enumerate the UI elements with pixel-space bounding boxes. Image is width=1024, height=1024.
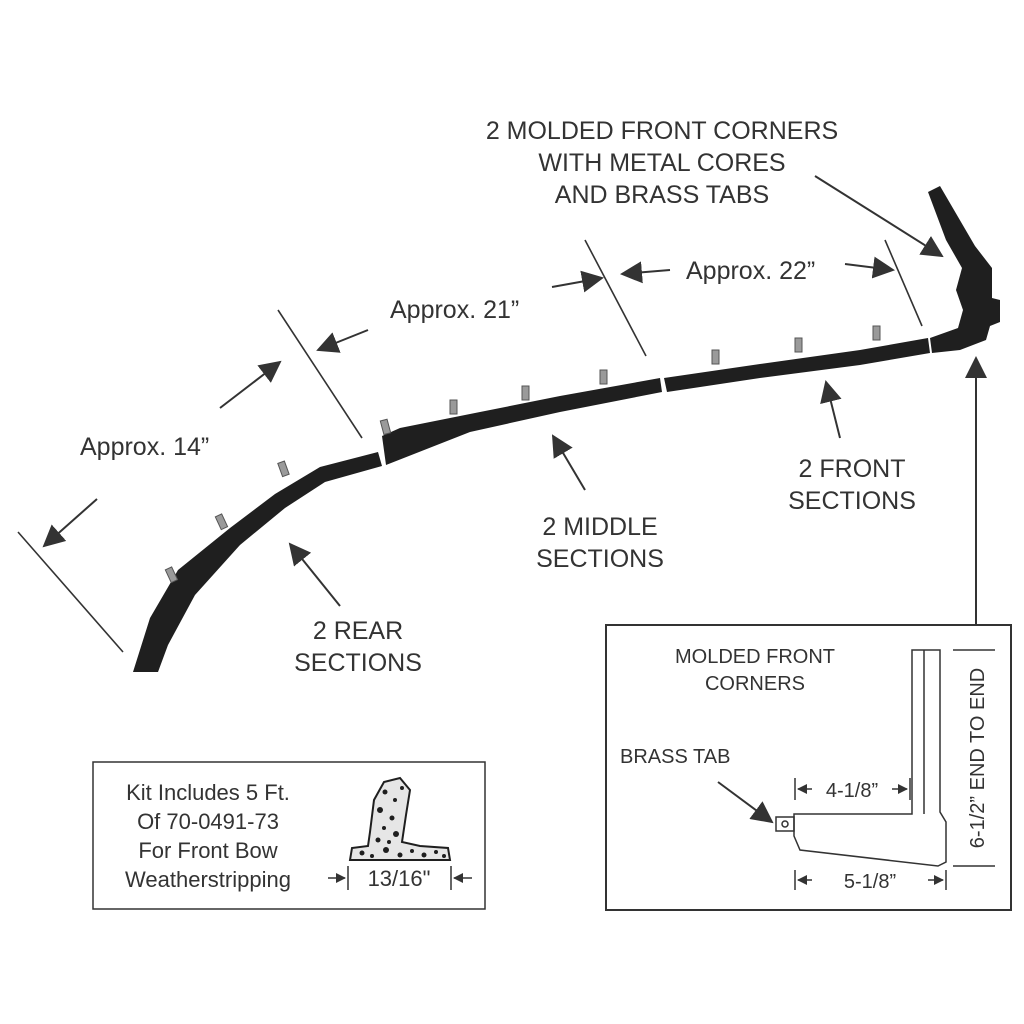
detail-title: MOLDED FRONT CORNERS	[675, 646, 835, 695]
kit-box-text: Kit Includes 5 Ft. Of 70-0491-73 For Fro…	[125, 780, 291, 892]
middle-sections-label: 2 MIDDLE SECTIONS	[536, 513, 664, 573]
front-sections-label: 2 FRONT SECTIONS	[788, 455, 916, 515]
front-section	[664, 338, 930, 392]
middle-section	[382, 378, 662, 465]
kit-line-1: Kit Includes 5 Ft.	[126, 780, 290, 805]
approx-21-label: Approx. 21”	[390, 296, 519, 324]
callout-arrows	[288, 175, 987, 624]
corners-title-line-3: AND BRASS TABS	[555, 181, 769, 209]
rear-sections-line-1: 2 REAR	[313, 617, 403, 645]
kit-line-4: Weatherstripping	[125, 867, 291, 892]
corners-title: 2 MOLDED FRONT CORNERS WITH METAL CORES …	[486, 117, 838, 209]
kit-width-label: 13/16"	[368, 866, 431, 891]
brass-tab-label: BRASS TAB	[620, 746, 730, 768]
front-sections-line-1: 2 FRONT	[799, 455, 906, 483]
detail-title-line-1: MOLDED FRONT	[675, 646, 835, 668]
dim-bottom-label: 5-1/8”	[844, 871, 896, 893]
rear-section	[133, 452, 382, 672]
kit-line-2: Of 70-0491-73	[137, 809, 279, 834]
approx-14-label: Approx. 14”	[80, 433, 209, 461]
section-dividers	[17, 239, 923, 653]
dim-vertical-label: 6-1/2” END TO END	[967, 668, 989, 848]
dim-top-label: 4-1/8”	[826, 780, 878, 802]
middle-sections-line-2: SECTIONS	[536, 545, 664, 573]
molded-front-corner	[928, 186, 1000, 353]
kit-box	[92, 761, 486, 910]
kit-width-dimension	[328, 866, 472, 890]
front-sections-line-2: SECTIONS	[788, 487, 916, 515]
corners-title-line-1: 2 MOLDED FRONT CORNERS	[486, 117, 838, 145]
detail-dimensions	[794, 649, 995, 890]
mounting-tabs	[164, 325, 881, 584]
corners-title-line-2: WITH METAL CORES	[538, 149, 785, 177]
brass-tab-arrow	[717, 781, 774, 824]
corner-outline	[775, 649, 947, 867]
rear-sections-label: 2 REAR SECTIONS	[294, 617, 422, 677]
middle-sections-line-1: 2 MIDDLE	[542, 513, 657, 541]
kit-line-3: For Front Bow	[138, 838, 277, 863]
brass-tab-shape	[775, 816, 795, 832]
dimension-arrows	[42, 256, 895, 548]
approx-22-label: Approx. 22”	[686, 257, 815, 285]
rear-sections-line-2: SECTIONS	[294, 649, 422, 677]
weatherstrip-profile-icon	[348, 776, 452, 861]
detail-title-line-2: CORNERS	[705, 673, 805, 695]
